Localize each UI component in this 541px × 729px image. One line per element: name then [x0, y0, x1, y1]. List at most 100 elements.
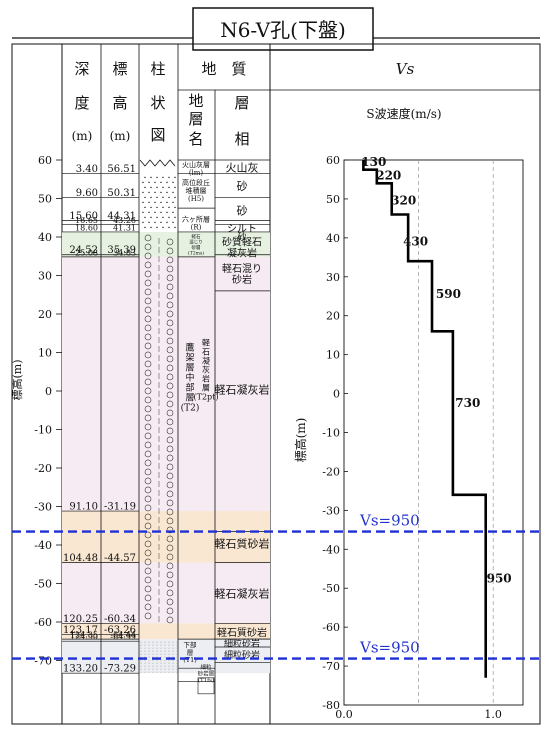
chart-y-tick-label: 10 [326, 349, 340, 362]
pumice-mark [166, 391, 174, 399]
sand-dot [150, 216, 152, 219]
depth-value: 18.60 [75, 223, 98, 232]
pumice-mark [144, 378, 152, 386]
elevation-value: -63.26 [104, 625, 136, 636]
lithology-label: 軽石質砂岩 [217, 626, 267, 639]
pumice-mark [144, 270, 152, 278]
pumice-mark [166, 616, 174, 624]
pumice-mark [144, 387, 152, 395]
lithofacies-header-2: 相 [234, 130, 249, 148]
sand-dot [144, 216, 146, 219]
elevation-value: 44.31 [107, 211, 136, 222]
pumice-mark [144, 531, 152, 539]
lithology-label: 砂 [237, 205, 248, 218]
lithology-band [62, 256, 270, 512]
chart-y-tick-label: 40 [326, 232, 340, 245]
pumice-mark [144, 333, 152, 341]
chart-y-tick-label: -30 [322, 504, 340, 517]
lithology-label: 軽石混り砂岩 [222, 263, 262, 286]
chart-frame [343, 159, 524, 706]
sand-dot [148, 221, 150, 224]
title-box [192, 7, 374, 51]
pumice-mark [144, 495, 152, 503]
depth-header-2: 度 [74, 94, 89, 112]
lithology-label: 細粒砂岩 [224, 638, 260, 650]
pumice-mark [166, 517, 174, 525]
pumice-mark [144, 459, 152, 467]
sand-dot [150, 206, 152, 209]
pumice-mark [166, 454, 174, 462]
elevation-value: -73.29 [104, 664, 136, 675]
depth-value: 104.48 [63, 553, 98, 564]
depth-header-1: 深 [74, 60, 89, 78]
pumice-mark [166, 427, 174, 435]
sand-dot [150, 196, 152, 199]
chart-y-tick-label: -20 [322, 465, 340, 478]
sand-dot [168, 176, 170, 179]
pumice-mark [144, 414, 152, 422]
pumice-mark [166, 571, 174, 579]
lithology-band [62, 231, 270, 257]
lithology-band [62, 623, 270, 640]
pumice-mark [166, 292, 174, 300]
pumice-mark [166, 589, 174, 597]
sand-dot [154, 211, 156, 214]
chart-y-tick-label: 0 [333, 388, 340, 401]
depth-value: 24.52 [69, 245, 98, 256]
chart-y-tick-label: -50 [322, 582, 340, 595]
formation-labels: 火山灰層(lm)高位段丘堆積層(H5)六ヶ所層(R)軽石混じり砂層(T2ms)鷹… [178, 160, 270, 695]
sand-dot [144, 176, 146, 179]
formation-label: 鷹架層中部層(T2) [181, 342, 200, 414]
lithology-label: 軽石凝灰岩 [215, 587, 270, 601]
pumice-mark [144, 252, 152, 260]
pumice-mark [144, 405, 152, 413]
pumice-mark [166, 580, 174, 588]
sand-dot [154, 221, 156, 224]
pumice-mark [166, 499, 174, 507]
elev-header-1: 標 [112, 60, 127, 78]
left-axis-label: 標高(m) [10, 359, 24, 400]
left-tick-label: 20 [38, 308, 52, 321]
sand-dot [156, 176, 158, 179]
sand-dot [150, 186, 152, 189]
pumice-mark [166, 562, 174, 570]
left-tick-label: 30 [38, 270, 52, 283]
pumice-mark [166, 472, 174, 480]
formation-header-1: 地 [188, 92, 203, 110]
geology-header: 地 質 [201, 60, 246, 78]
chart-y-tick-label: -40 [322, 543, 340, 556]
sand-dot [162, 196, 164, 199]
sand-dot [168, 206, 170, 209]
pumice-mark [144, 324, 152, 332]
pumice-mark [166, 508, 174, 516]
sand-dot [172, 201, 174, 204]
pumice-mark [166, 310, 174, 318]
lithology-band [62, 639, 270, 674]
pumice-mark [166, 373, 174, 381]
pumice-mark [166, 436, 174, 444]
pumice-mark [144, 594, 152, 602]
column-header-2: 状 [150, 94, 165, 112]
left-tick-label: -20 [34, 462, 52, 475]
pumice-mark [144, 522, 152, 530]
vs-chart: 6050403020100-10-20-30-40-50-60-70-800.0… [322, 154, 524, 721]
sand-dot [148, 191, 150, 194]
pumice-mark [166, 400, 174, 408]
lithology-label: 砂 [237, 180, 248, 193]
pumice-mark [144, 261, 152, 269]
sand-dot [154, 201, 156, 204]
pumice-mark [166, 418, 174, 426]
pumice-mark [166, 301, 174, 309]
pumice-mark [166, 607, 174, 615]
sand-dot [142, 181, 144, 184]
pumice-mark [144, 585, 152, 593]
lithology-band [62, 562, 270, 624]
pumice-mark [144, 315, 152, 323]
pumice-mark [144, 243, 152, 251]
pumice-mark [144, 567, 152, 575]
sand-dot [168, 226, 170, 229]
pumice-mark [144, 432, 152, 440]
pumice-mark [144, 540, 152, 548]
elevation-value: -64.99 [110, 633, 136, 642]
pumice-mark [144, 450, 152, 458]
